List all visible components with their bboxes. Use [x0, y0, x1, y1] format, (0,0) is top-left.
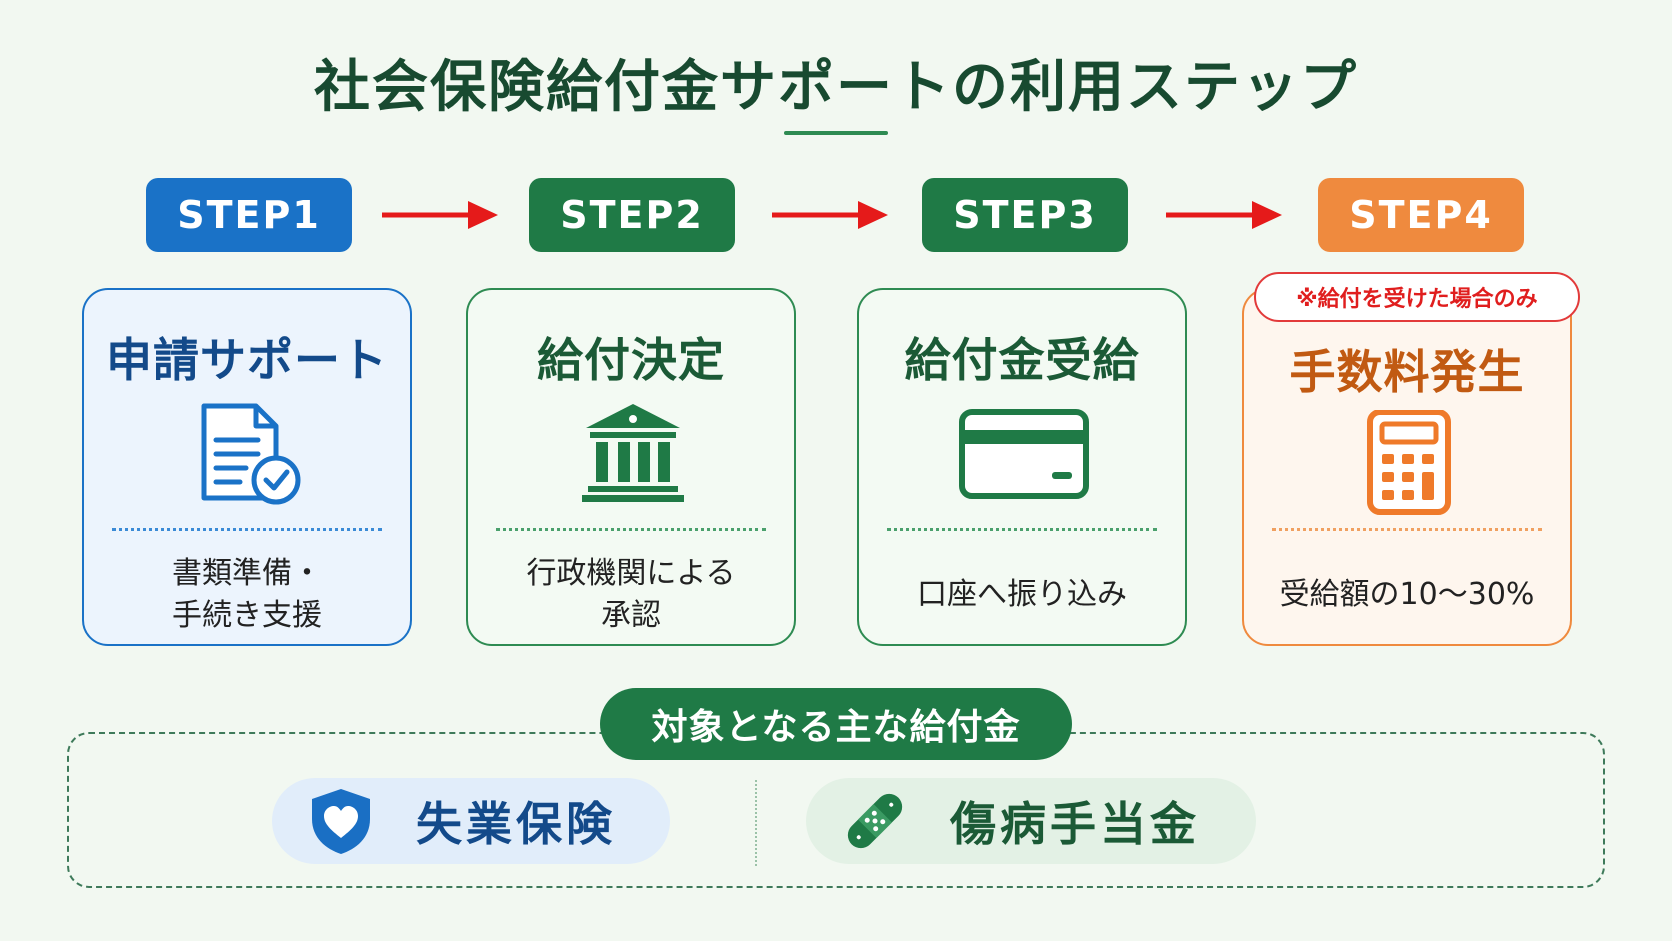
step2-title: 給付決定 — [537, 333, 725, 387]
benefit-label: 傷病手当金 — [950, 797, 1200, 851]
benefits-section-label: 対象となる主な給付金 — [600, 688, 1072, 760]
fee-condition-note: ※給付を受けた場合のみ — [1254, 272, 1580, 322]
step4-description: 受給額の10〜30% — [1279, 577, 1535, 612]
document-check-icon — [201, 403, 301, 505]
arrow-right-icon — [382, 201, 498, 229]
step1-badge: STEP1 — [146, 178, 352, 252]
step3-badge: STEP3 — [922, 178, 1128, 252]
arrow-right-icon — [772, 201, 888, 229]
calculator-icon — [1367, 410, 1451, 515]
step4-card: 手数料発生 受給額の10〜30% — [1242, 288, 1572, 646]
bank-building-icon — [582, 404, 684, 502]
step3-title: 給付金受給 — [904, 333, 1140, 387]
card-divider — [496, 528, 766, 531]
step2-description: 行政機関による 承認 — [526, 556, 736, 633]
card-divider — [1272, 528, 1542, 531]
step3-description: 口座へ振り込み — [917, 577, 1127, 612]
page-title: 社会保険給付金サポートの利用ステップ — [314, 55, 1358, 120]
step4-badge: STEP4 — [1318, 178, 1524, 252]
step4-title: 手数料発生 — [1289, 345, 1525, 399]
card-divider — [887, 528, 1157, 531]
benefits-divider — [755, 780, 757, 866]
step2-card: 給付決定 行政機関による 承認 — [466, 288, 796, 646]
benefit-unemployment-insurance: 失業保険 — [272, 778, 670, 864]
card-divider — [112, 528, 382, 531]
step1-card: 申請サポート 書類準備・ 手続き支援 — [82, 288, 412, 646]
benefit-label: 失業保険 — [416, 797, 616, 851]
credit-card-icon — [959, 409, 1089, 499]
benefit-sickness-allowance: 傷病手当金 — [806, 778, 1256, 864]
shield-heart-icon — [312, 789, 370, 854]
bandage-icon — [847, 793, 903, 849]
title-underline — [784, 131, 888, 135]
step1-description: 書類準備・ 手続き支援 — [172, 556, 322, 633]
step3-card: 給付金受給 口座へ振り込み — [857, 288, 1187, 646]
step2-badge: STEP2 — [529, 178, 735, 252]
arrow-right-icon — [1166, 201, 1282, 229]
step1-title: 申請サポート — [106, 333, 388, 387]
